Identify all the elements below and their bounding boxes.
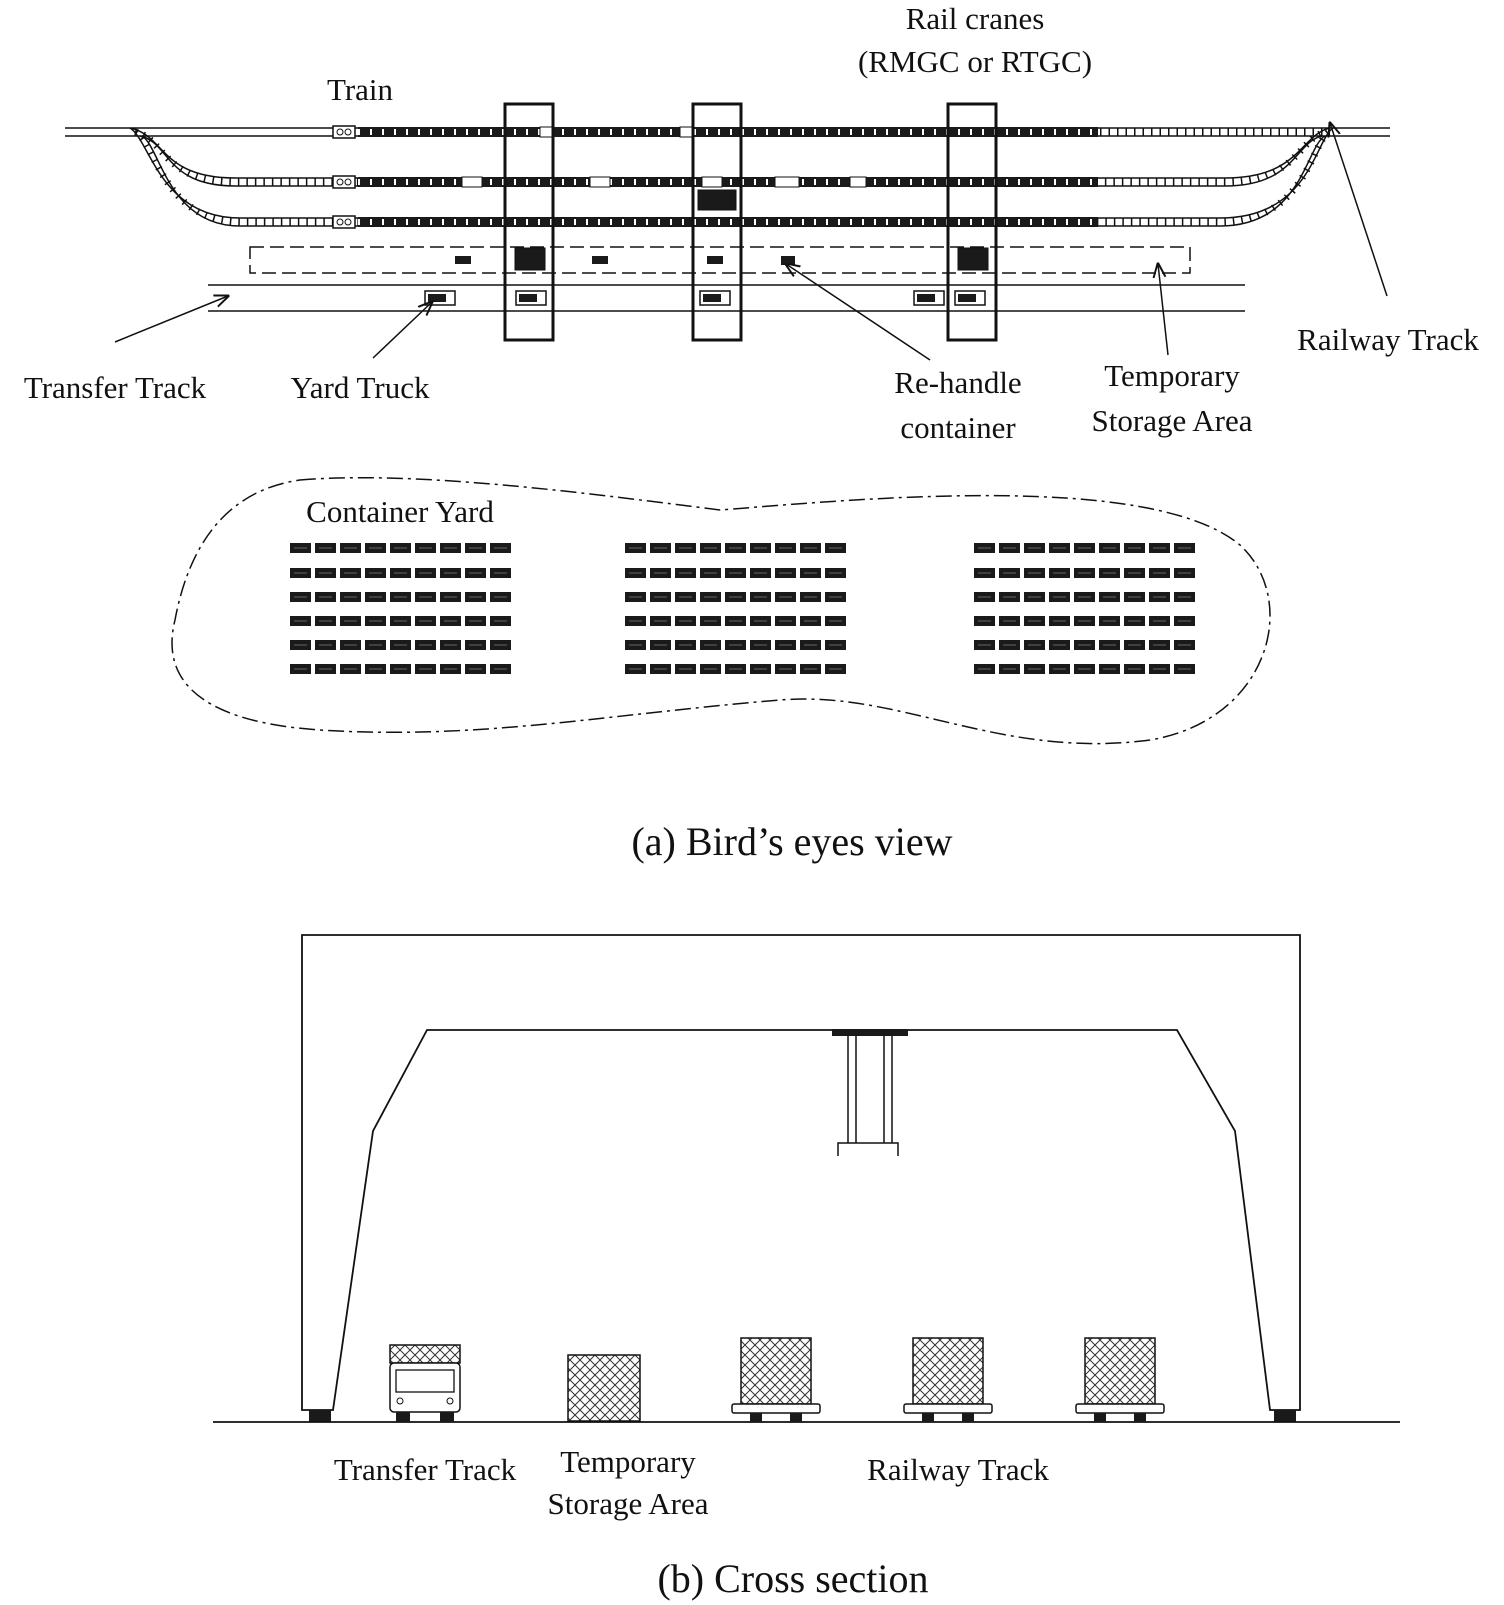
empty-slot	[589, 176, 611, 188]
stored-container	[455, 256, 471, 264]
locomotive-wheel	[344, 178, 352, 186]
truck-load	[958, 294, 976, 302]
truck-headlight	[446, 1397, 454, 1405]
rail-cranes-label: Rail cranes	[906, 1, 1045, 36]
rail-cranes	[503, 102, 998, 342]
rehandle-container-label: Re-handle	[894, 365, 1021, 400]
truck-load	[428, 294, 446, 302]
stored-container	[592, 256, 608, 264]
yard-truck-pointer	[372, 302, 432, 359]
temporary-storage-container	[567, 1354, 641, 1422]
crane-right-foot	[1274, 1410, 1296, 1422]
yard-truck-label: Yard Truck	[291, 370, 430, 405]
container-block-2	[625, 543, 846, 674]
empty-slot	[774, 176, 800, 188]
truck-headlight	[396, 1397, 404, 1405]
locomotive-wheel	[336, 128, 344, 136]
temporary-storage-label-2: Storage Area	[1092, 403, 1253, 438]
truck-wheel	[440, 1412, 454, 1422]
transfer-track-label: Transfer Track	[24, 370, 207, 405]
empty-slot	[461, 176, 483, 188]
container-yard-label: Container Yard	[306, 494, 494, 529]
stored-container	[707, 256, 723, 264]
wagon-wheel	[1134, 1413, 1146, 1422]
rail-wagon-1	[731, 1337, 821, 1422]
wagon-wheel	[750, 1413, 762, 1422]
temporary-storage-label: Temporary	[1104, 358, 1240, 393]
truck-windshield	[395, 1369, 455, 1393]
locomotive-wheel	[336, 218, 344, 226]
cs-railway-track-label: Railway Track	[867, 1452, 1049, 1487]
rail-wagon-2	[903, 1337, 993, 1422]
train-2-wagons	[358, 177, 1098, 187]
cs-temporary-storage-label: Temporary	[560, 1444, 696, 1479]
truck-container	[389, 1344, 461, 1364]
rehandle-container-label-2: container	[900, 410, 1016, 445]
container-yard-boundary	[171, 476, 1271, 745]
rail-crane-3	[946, 102, 998, 342]
spreader	[837, 1142, 899, 1156]
cs-transfer-track-label: Transfer Track	[334, 1452, 517, 1487]
rehandle-container	[781, 256, 795, 265]
yard-truck-cross-section	[389, 1344, 461, 1422]
truck-wheel	[396, 1412, 410, 1422]
wagon-deck	[731, 1403, 821, 1414]
locomotive-3	[332, 215, 356, 229]
rail-wagon-3	[1075, 1337, 1165, 1422]
container-block-3	[974, 543, 1195, 674]
railway-track-pointer	[1330, 123, 1388, 297]
crane-left-foot	[309, 1410, 331, 1422]
train-label: Train	[327, 72, 394, 107]
trains	[332, 125, 1098, 229]
bird-eye-view: Rail cranes (RMGC or RTGC) Train Transfe…	[24, 1, 1479, 864]
gantry-crane-frame	[301, 934, 1301, 1411]
bird-eye-caption: (a) Bird’s eyes view	[631, 819, 952, 864]
container-block-1	[290, 543, 511, 674]
train-1-wagons	[358, 127, 1098, 137]
cross-section-view: Transfer Track Temporary Storage Area Ra…	[213, 934, 1400, 1601]
transfer-track-pointer	[114, 296, 228, 343]
locomotive-wheel	[336, 178, 344, 186]
wagon-wheel	[922, 1413, 934, 1422]
container-yard-stacks	[290, 543, 1195, 674]
track-2-sleepers	[134, 128, 1328, 186]
rehandle-container-pointer	[786, 264, 931, 361]
wagon-container	[1084, 1337, 1156, 1405]
rail-crane-2	[691, 102, 743, 342]
truck-load	[917, 294, 935, 302]
yard-trucks	[424, 290, 986, 306]
crane-1-spreader	[514, 247, 546, 271]
locomotive-2	[332, 175, 356, 189]
rail-crane-1	[503, 102, 555, 342]
truck-load	[703, 294, 721, 302]
crane-2-spreader	[697, 189, 737, 211]
cross-section-caption: (b) Cross section	[657, 1556, 928, 1601]
wagon-container	[912, 1337, 984, 1405]
locomotive-wheel	[344, 218, 352, 226]
temporary-storage-pointer	[1158, 264, 1169, 356]
locomotive-wheel	[344, 128, 352, 136]
empty-slot	[849, 176, 867, 188]
wagon-wheel	[790, 1413, 802, 1422]
cs-temporary-storage-label-2: Storage Area	[548, 1486, 709, 1521]
wagon-wheel	[1094, 1413, 1106, 1422]
wagon-deck	[1075, 1403, 1165, 1414]
empty-slot	[701, 176, 723, 188]
temporary-storage-area	[249, 246, 1191, 274]
rail-cranes-type-label: (RMGC or RTGC)	[858, 44, 1092, 79]
wagon-container	[740, 1337, 812, 1405]
trolley	[832, 1029, 908, 1036]
locomotive-1	[332, 125, 356, 139]
train-3-wagons	[358, 217, 1098, 227]
railway-track-label: Railway Track	[1297, 322, 1479, 357]
wagon-wheel	[962, 1413, 974, 1422]
crane-3-spreader	[957, 247, 989, 271]
wagon-deck	[903, 1403, 993, 1414]
truck-load	[519, 294, 537, 302]
